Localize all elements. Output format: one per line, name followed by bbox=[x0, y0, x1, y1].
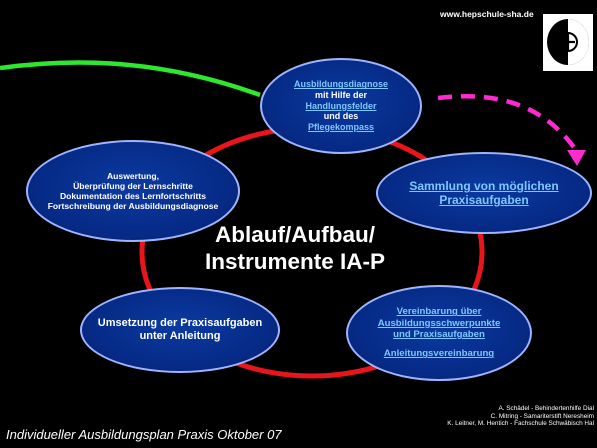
text-unter-anleitung: unter Anleitung bbox=[139, 330, 221, 342]
text-mit-hilfe: mit Hilfe der bbox=[314, 90, 367, 101]
credits-block: A. Schädel - Behindertenhilfe Dial C. Mi… bbox=[447, 405, 594, 428]
link-anleitungsvereinbarung[interactable]: Anleitungsvereinbarung bbox=[383, 348, 495, 360]
link-handlungsfelder[interactable]: Handlungsfelder bbox=[305, 100, 377, 111]
link-ausbildungsdiagnose[interactable]: Ausbildungsdiagnose bbox=[293, 79, 388, 90]
center-title: Ablauf/Aufbau/ Instrumente IA-P bbox=[185, 222, 405, 275]
logo-emblem-icon bbox=[547, 19, 589, 65]
node-sammlung-praxisaufgaben[interactable]: Sammlung von möglichen Praxisaufgaben bbox=[376, 152, 592, 234]
text-auswertung: Auswertung, bbox=[106, 170, 160, 181]
text-ueberpruefung: Überprüfung der Lernschritte bbox=[73, 180, 193, 191]
school-logo bbox=[543, 14, 593, 71]
magenta-dashed-arc bbox=[437, 94, 578, 152]
link-und-praxisaufgaben[interactable]: und Praxisaufgaben bbox=[393, 329, 485, 340]
credit-line-1: A. Schädel - Behindertenhilfe Dial bbox=[498, 405, 594, 412]
text-umsetzung: Umsetzung der Praxisaufgaben bbox=[97, 317, 263, 330]
node-auswertung[interactable]: Auswertung, Überprüfung der Lernschritte… bbox=[26, 140, 240, 242]
link-ausbildungsschwerpunkte[interactable]: Ausbildungsschwerpunkte bbox=[377, 317, 501, 329]
footer-title: Individueller Ausbildungsplan Praxis Okt… bbox=[6, 427, 282, 442]
link-pflegekompass[interactable]: Pflegekompass bbox=[307, 121, 375, 132]
credit-line-2: C. Mitring - Samariterstift Neresheim bbox=[490, 412, 594, 420]
link-praxisaufgaben[interactable]: Praxisaufgaben bbox=[439, 193, 529, 207]
link-vereinbarung[interactable]: Vereinbarung über bbox=[396, 306, 482, 318]
credit-line-3: K. Leitner, M. Hentich - Fachschule Schw… bbox=[447, 420, 594, 428]
magenta-arrow-head-icon bbox=[567, 150, 586, 166]
text-und-des: und des bbox=[323, 111, 359, 122]
node-ausbildungsdiagnose[interactable]: Ausbildungsdiagnose mit Hilfe der Handlu… bbox=[260, 58, 422, 154]
green-arc bbox=[0, 60, 261, 98]
node-vereinbarung[interactable]: Vereinbarung über Ausbildungsschwerpunkt… bbox=[346, 285, 532, 381]
text-dokumentation: Dokumentation des Lernfortschritts bbox=[59, 191, 207, 201]
center-title-line2: Instrumente IA-P bbox=[204, 248, 386, 274]
link-sammlung[interactable]: Sammlung von möglichen bbox=[409, 178, 559, 193]
center-title-line1: Ablauf/Aufbau/ bbox=[215, 222, 375, 247]
website-url: www.hepschule-sha.de bbox=[440, 9, 534, 19]
text-fortschreibung: Fortschreibung der Ausbildungsdiagnose bbox=[47, 201, 219, 212]
node-umsetzung[interactable]: Umsetzung der Praxisaufgaben unter Anlei… bbox=[80, 287, 280, 373]
